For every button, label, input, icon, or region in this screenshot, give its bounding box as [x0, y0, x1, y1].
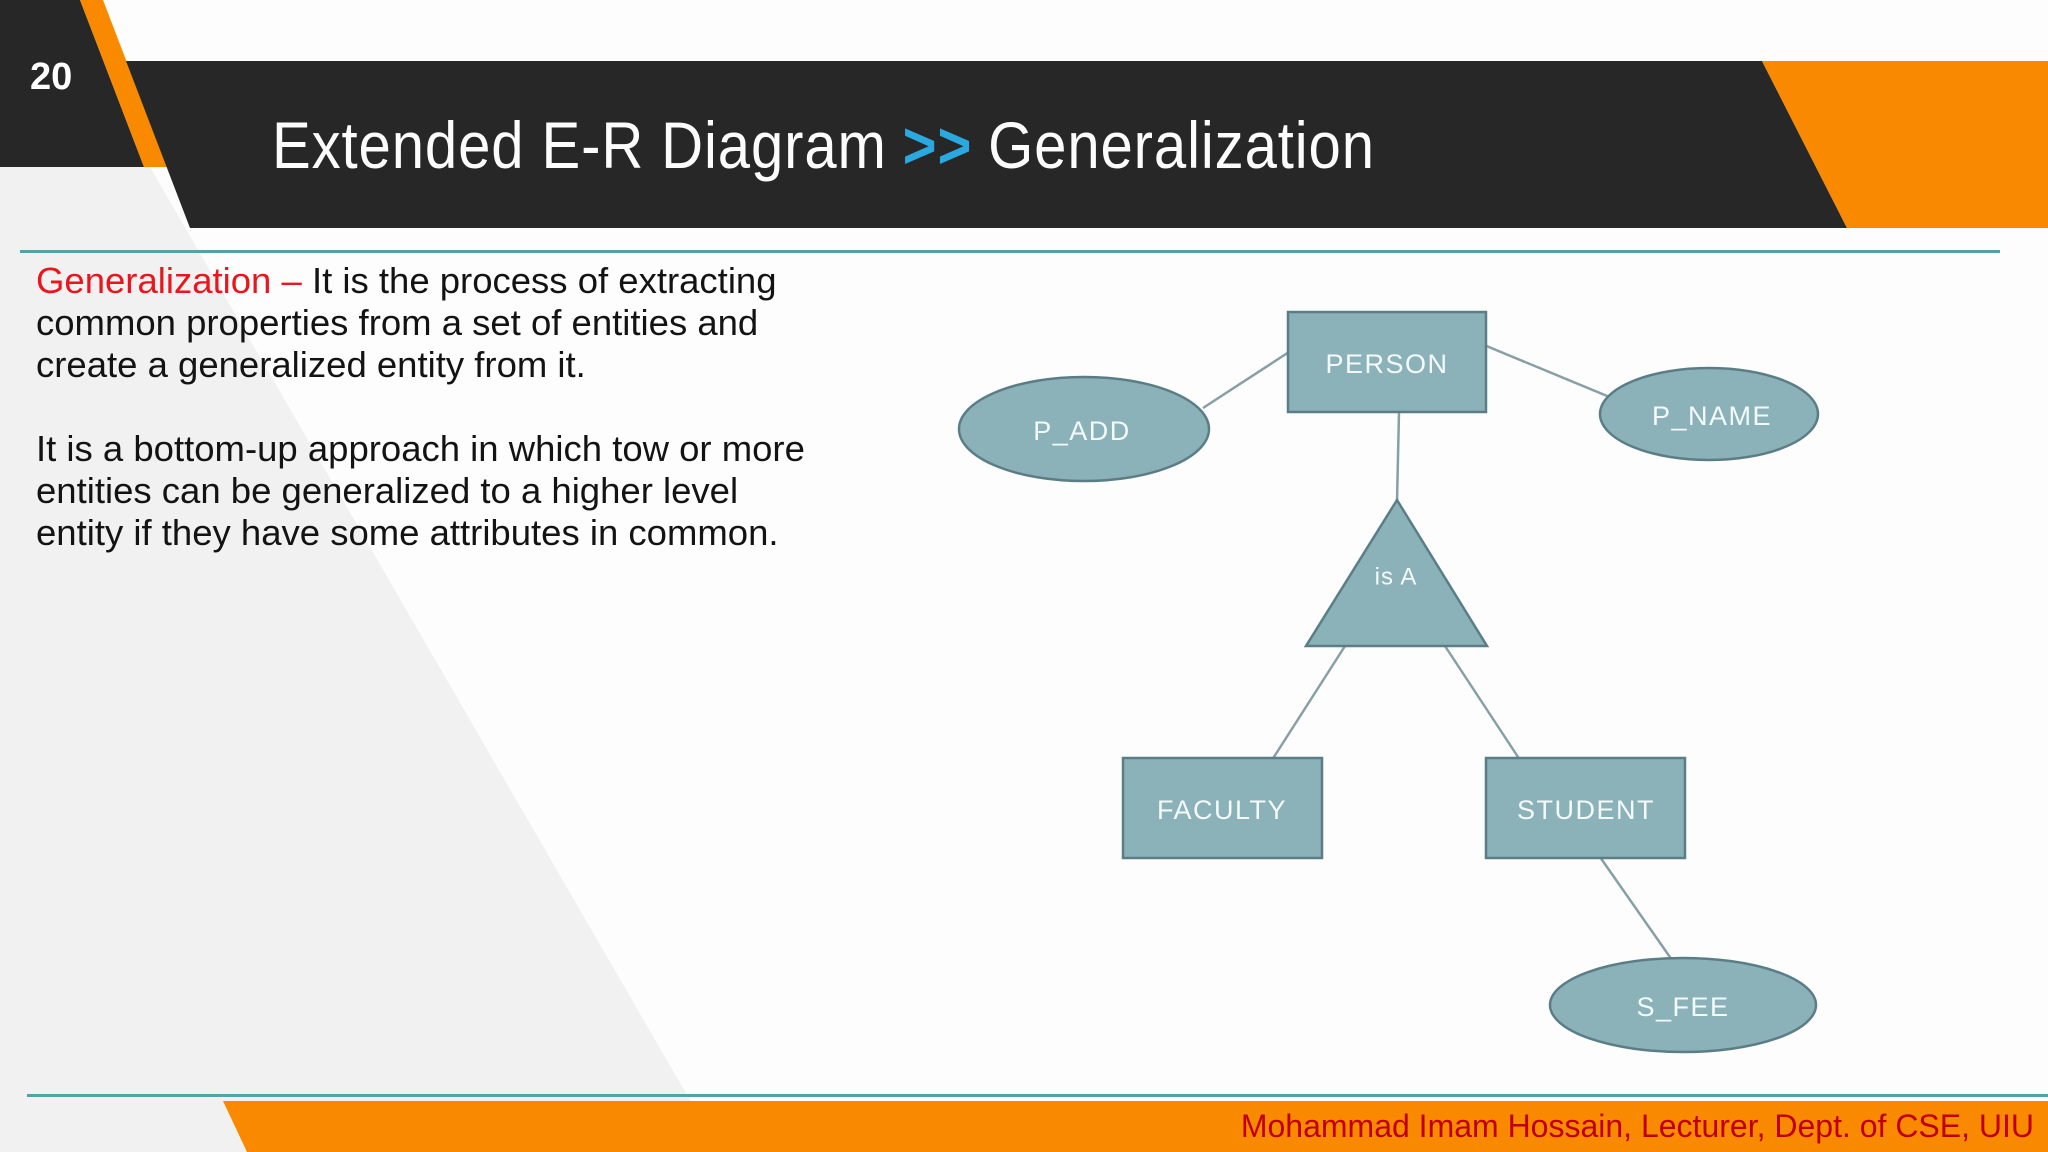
title-chevrons: >>: [902, 107, 973, 182]
entity-student: [1484, 756, 1687, 860]
entity-faculty-label: FACULTY: [1157, 795, 1287, 825]
page-title: Extended E-R Diagram >> Generalization: [272, 61, 1375, 228]
attribute-pname: [1598, 366, 1820, 462]
edge-person-pname: [1483, 343, 1613, 400]
edge-person-isa: [1395, 411, 1401, 503]
entity-faculty: [1121, 756, 1324, 860]
entity-person-label: PERSON: [1325, 349, 1448, 379]
footer-credit: Mohammad Imam Hossain, Lecturer, Dept. o…: [1240, 1108, 2034, 1144]
paragraph-bottom-up: It is a bottom-up approach in which tow …: [36, 428, 805, 553]
relationship-isa: [1303, 497, 1490, 648]
header-band: [126, 61, 1847, 228]
body-text-block: Generalization – It is the process of ex…: [36, 260, 805, 554]
title-left-text: Extended E-R Diagram: [272, 107, 887, 182]
definition-text: It is the process of extracting common p…: [36, 260, 777, 385]
definition-keyword: Generalization –: [36, 260, 302, 301]
edge-isa-student: [1443, 645, 1522, 761]
edge-isa-faculty: [1270, 645, 1347, 761]
relationship-isa-label: is A: [1375, 564, 1418, 591]
title-right-text: Generalization: [988, 107, 1375, 182]
bottom-divider-line: [27, 1094, 2048, 1097]
attribute-padd-label: P_ADD: [1033, 416, 1131, 446]
attribute-sfee-label: S_FEE: [1636, 992, 1729, 1022]
entity-student-label: STUDENT: [1517, 795, 1655, 825]
paragraph-definition: Generalization – It is the process of ex…: [36, 260, 805, 386]
attribute-pname-label: P_NAME: [1652, 401, 1772, 431]
attribute-sfee: [1548, 956, 1818, 1054]
slide-number: 20: [30, 56, 73, 98]
edge-person-padd: [1202, 350, 1290, 410]
top-divider-line: [20, 250, 2000, 253]
edge-student-sfee: [1598, 856, 1674, 961]
attribute-padd: [957, 375, 1211, 483]
entity-person: [1286, 310, 1488, 414]
footer-orange-band: Mohammad Imam Hossain, Lecturer, Dept. o…: [223, 1101, 2048, 1152]
